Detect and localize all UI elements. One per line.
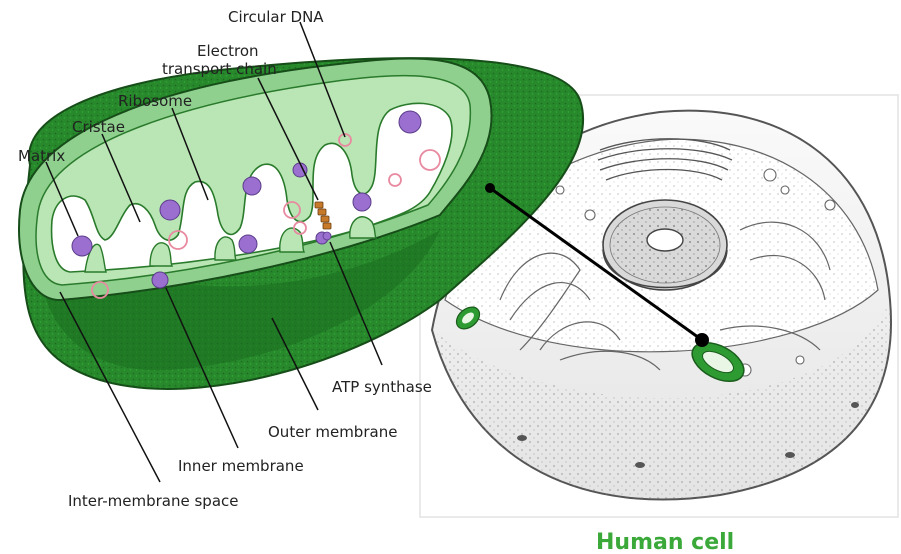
label-inner-membrane: Inner membrane xyxy=(178,457,304,475)
label-cristae: Cristae xyxy=(72,118,125,136)
label-intermembrane-space: Inter-membrane space xyxy=(68,492,239,510)
label-etc-line2: transport chain xyxy=(162,60,277,78)
caption-human-cell: Human cell xyxy=(596,530,734,550)
label-atp-synthase: ATP synthase xyxy=(332,378,432,396)
nucleolus xyxy=(647,229,683,251)
pointer-end-dot xyxy=(695,333,709,347)
label-outer-membrane: Outer membrane xyxy=(268,423,397,441)
label-circular-dna: Circular DNA xyxy=(228,8,324,26)
pointer-start-dot xyxy=(485,183,495,193)
nucleus xyxy=(603,200,727,290)
label-matrix: Matrix xyxy=(18,147,65,165)
label-etc-line1: Electron xyxy=(197,42,259,60)
label-ribosome: Ribosome xyxy=(118,92,192,110)
